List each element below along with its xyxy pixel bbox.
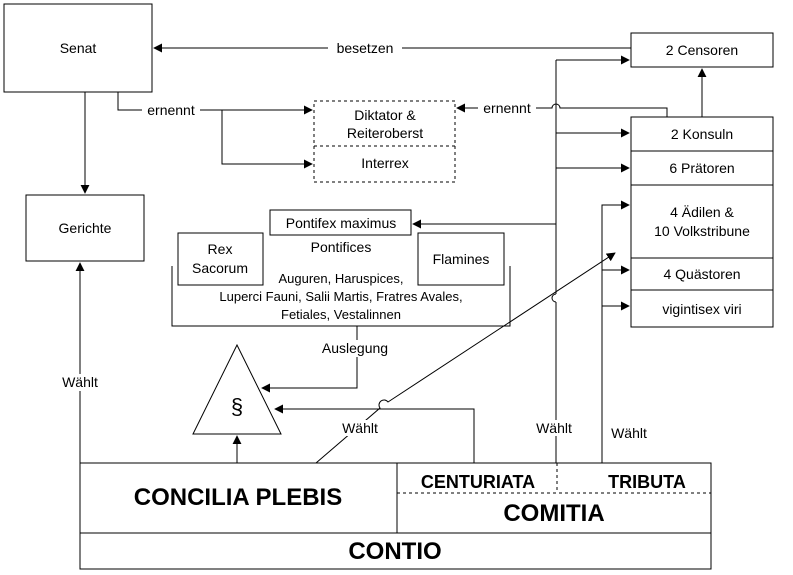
praetoren-label: 6 Prätoren [669,160,734,176]
edge-comitia-law [274,404,475,463]
assemblies: CONCILIA PLEBIS CENTURIATA TRIBUTA COMIT… [79,462,712,570]
besetzen-label: besetzen [337,40,394,56]
aedilen-label-1: 4 Ädilen & [670,204,734,220]
waehlt-tributa-label: Wählt [611,425,647,441]
gerichte-box: Gerichte [25,194,145,262]
priesthood-group: Pontifex maximus Pontifices Rex Sacorum … [171,209,511,327]
vigintisex-label: vigintisex viri [662,301,741,317]
edge-ernennt-interrex [221,110,313,169]
waehlt-centuriata-label: Wählt [536,420,572,436]
senat-label: Senat [60,40,97,56]
senat-box: Senat [3,3,153,93]
centuriata-label: CENTURIATA [421,472,535,492]
diktator-box: Diktator & Reiteroberst Interrex [313,100,456,183]
diktator-label-2: Reiteroberst [347,125,423,141]
law-triangle: § [192,343,282,435]
quaestoren-label: 4 Quästoren [663,266,740,282]
aedilen-label-2: 10 Volkstribune [654,223,750,239]
pontifex-maximus-label: Pontifex maximus [286,215,396,231]
edge-centuriata-hop [551,293,557,303]
priests-label-2: Luperci Fauni, Salii Martis, Fratres Ava… [219,289,462,304]
flamines-label: Flamines [433,251,490,267]
edge-waehlt-aedilen [601,200,630,463]
magistrates-stack: 2 Konsuln 6 Prätoren 4 Ädilen & 10 Volks… [630,116,774,328]
waehlt-left-label: Wählt [62,374,98,390]
connectors [75,43,707,464]
edge-ernennt-konsuln [456,103,668,117]
konsuln-label: 2 Konsuln [671,126,733,142]
priests-label-1: Auguren, Haruspices, [278,271,403,286]
gerichte-label: Gerichte [59,220,112,236]
priests-label-3: Fetiales, Vestalinnen [281,307,401,322]
diktator-label-1: Diktator & [354,107,416,123]
edge-waehlt-volkstribune [315,252,616,464]
censoren-box: 2 Censoren [630,32,774,68]
censoren-label: 2 Censoren [666,42,738,58]
interrex-label: Interrex [361,155,408,171]
tributa-label: TRIBUTA [608,472,686,492]
pontifices-label: Pontifices [311,239,372,255]
edge-labels: besetzen ernennt ernennt Auslegung Wählt… [56,40,654,441]
paragraph-icon: § [231,394,243,419]
auslegung-label: Auslegung [322,340,388,356]
rex-label-2: Sacorum [192,260,248,276]
ernennt-right-label: ernennt [483,100,531,116]
comitia-label: COMITIA [503,500,604,527]
concilia-plebis-label: CONCILIA PLEBIS [134,484,342,511]
contio-label: CONTIO [348,538,441,565]
ernennt-left-label: ernennt [147,102,195,118]
waehlt-mid-label: Wählt [342,420,378,436]
edge-ernennt-diktator [117,92,313,115]
rex-label-1: Rex [208,241,233,257]
